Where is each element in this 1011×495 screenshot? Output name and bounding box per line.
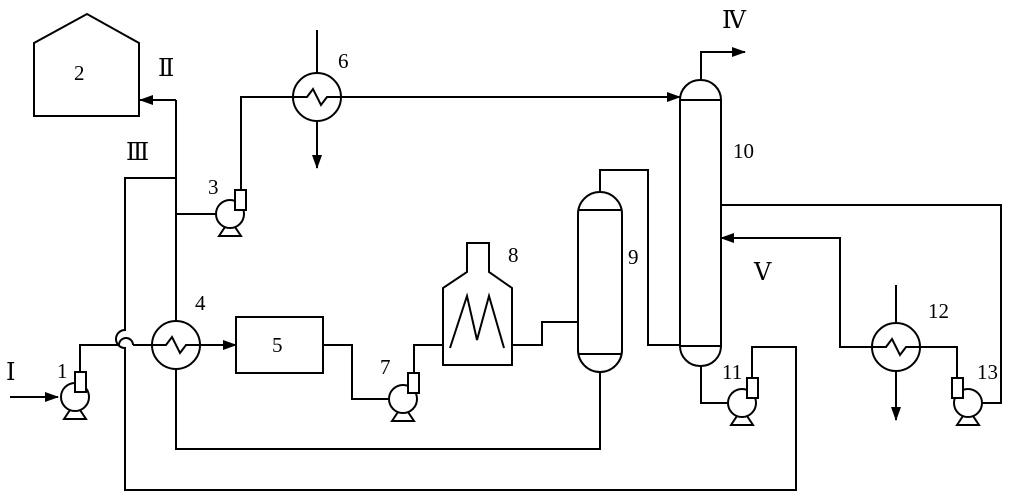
pump-3 <box>215 189 247 237</box>
box-5 <box>235 316 324 374</box>
stream-label-I: Ⅰ <box>6 360 15 386</box>
column-9 <box>577 191 623 373</box>
label-4: 4 <box>195 291 206 315</box>
stream-label-II: Ⅱ <box>158 56 174 82</box>
piping <box>10 30 1002 491</box>
pump-1 <box>60 371 90 420</box>
heat-exchanger-6 <box>292 72 342 122</box>
column-10 <box>679 79 722 367</box>
label-8: 8 <box>508 243 519 267</box>
equipment-labels: 1 2 3 4 5 6 7 8 9 10 11 12 13 <box>57 49 998 384</box>
label-6: 6 <box>338 49 349 73</box>
label-7: 7 <box>380 355 391 379</box>
heat-exchanger-12 <box>871 322 921 372</box>
stream-label-V: Ⅴ <box>753 260 772 286</box>
furnace-8 <box>442 242 513 366</box>
label-9: 9 <box>628 245 639 269</box>
stream-label-III: Ⅲ <box>126 140 149 166</box>
stream-labels: Ⅰ Ⅱ Ⅲ Ⅳ Ⅴ <box>6 8 772 386</box>
label-2: 2 <box>74 61 85 85</box>
label-1: 1 <box>57 359 68 383</box>
pump-11 <box>727 377 759 426</box>
storage-tank-2 <box>33 12 140 117</box>
label-11: 11 <box>722 360 742 384</box>
stream-label-IV: Ⅳ <box>722 8 747 34</box>
label-13: 13 <box>977 360 998 384</box>
pump-7 <box>388 372 420 422</box>
heat-exchanger-4 <box>151 320 201 370</box>
pump-13 <box>951 377 983 426</box>
label-12: 12 <box>928 299 949 323</box>
label-3: 3 <box>208 175 219 199</box>
label-5: 5 <box>272 333 283 357</box>
label-10: 10 <box>733 139 754 163</box>
